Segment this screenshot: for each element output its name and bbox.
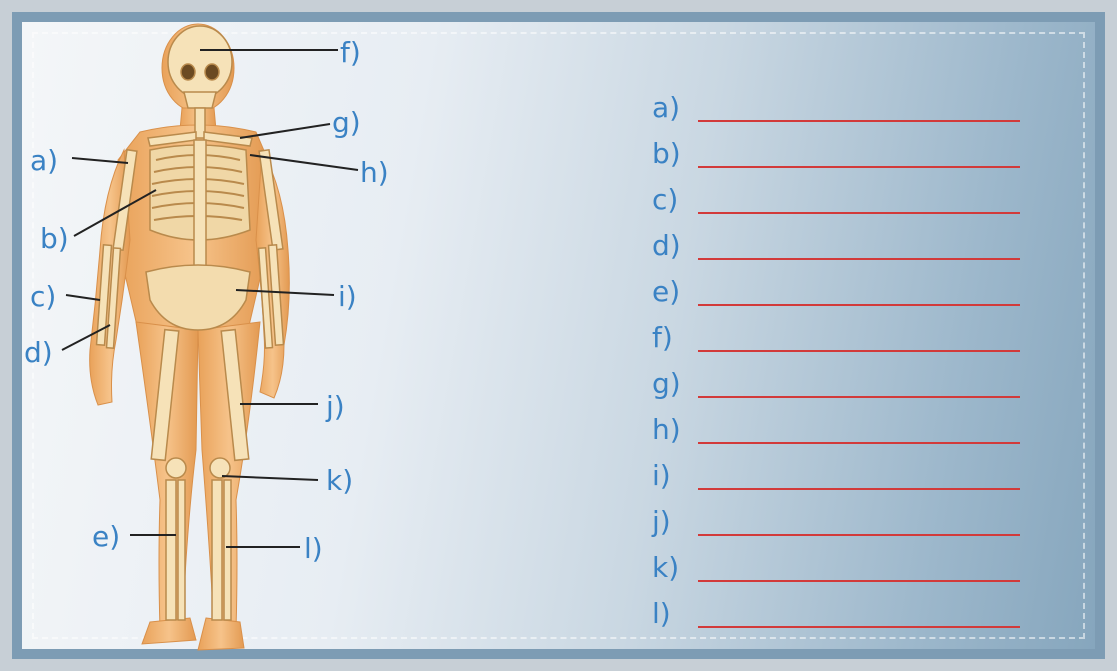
answer-letter: k) xyxy=(652,552,679,584)
answer-letter: i) xyxy=(652,460,671,492)
answer-letter: a) xyxy=(652,92,680,124)
answer-letter: c) xyxy=(652,184,678,216)
diagram-label-l: l) xyxy=(304,532,323,565)
answer-row-b[interactable]: b) xyxy=(652,138,1032,182)
answer-row-h[interactable]: h) xyxy=(652,414,1032,458)
answer-letter: g) xyxy=(652,368,681,400)
answer-letter: h) xyxy=(652,414,681,446)
answer-line[interactable] xyxy=(698,212,1020,214)
answer-letter: b) xyxy=(652,138,681,170)
answer-row-j[interactable]: j) xyxy=(652,506,1032,550)
diagram-label-f: f) xyxy=(340,36,361,69)
answer-letter: f) xyxy=(652,322,673,354)
body-silhouette xyxy=(90,24,290,650)
answer-letter: l) xyxy=(652,598,671,630)
answer-row-g[interactable]: g) xyxy=(652,368,1032,412)
diagram-label-b: b) xyxy=(40,222,69,255)
diagram-label-e: e) xyxy=(92,520,120,553)
diagram-label-h: h) xyxy=(360,156,389,189)
answer-row-e[interactable]: e) xyxy=(652,276,1032,320)
answer-line[interactable] xyxy=(698,534,1020,536)
answer-line[interactable] xyxy=(698,580,1020,582)
answer-line[interactable] xyxy=(698,258,1020,260)
answer-line[interactable] xyxy=(698,304,1020,306)
answer-row-c[interactable]: c) xyxy=(652,184,1032,228)
diagram-label-d: d) xyxy=(24,336,53,369)
answer-row-d[interactable]: d) xyxy=(652,230,1032,274)
answer-row-f[interactable]: f) xyxy=(652,322,1032,366)
diagram-label-a: a) xyxy=(30,144,58,177)
leader-line-c xyxy=(66,295,100,300)
answer-letter: d) xyxy=(652,230,681,262)
answer-line[interactable] xyxy=(698,396,1020,398)
diagram-label-i: i) xyxy=(338,280,357,313)
answer-line[interactable] xyxy=(698,442,1020,444)
answer-line[interactable] xyxy=(698,166,1020,168)
diagram-label-k: k) xyxy=(326,464,353,497)
answer-row-k[interactable]: k) xyxy=(652,552,1032,596)
answer-line[interactable] xyxy=(698,488,1020,490)
answer-letter: j) xyxy=(652,506,671,538)
answer-line[interactable] xyxy=(698,626,1020,628)
diagram-label-g: g) xyxy=(332,106,361,139)
answer-line[interactable] xyxy=(698,120,1020,122)
diagram-label-j: j) xyxy=(325,390,345,423)
diagram-label-c: c) xyxy=(30,280,56,313)
answer-row-a[interactable]: a) xyxy=(652,92,1032,136)
answer-row-l[interactable]: l) xyxy=(652,598,1032,642)
answer-row-i[interactable]: i) xyxy=(652,460,1032,504)
answer-letter: e) xyxy=(652,276,680,308)
answer-line[interactable] xyxy=(698,350,1020,352)
